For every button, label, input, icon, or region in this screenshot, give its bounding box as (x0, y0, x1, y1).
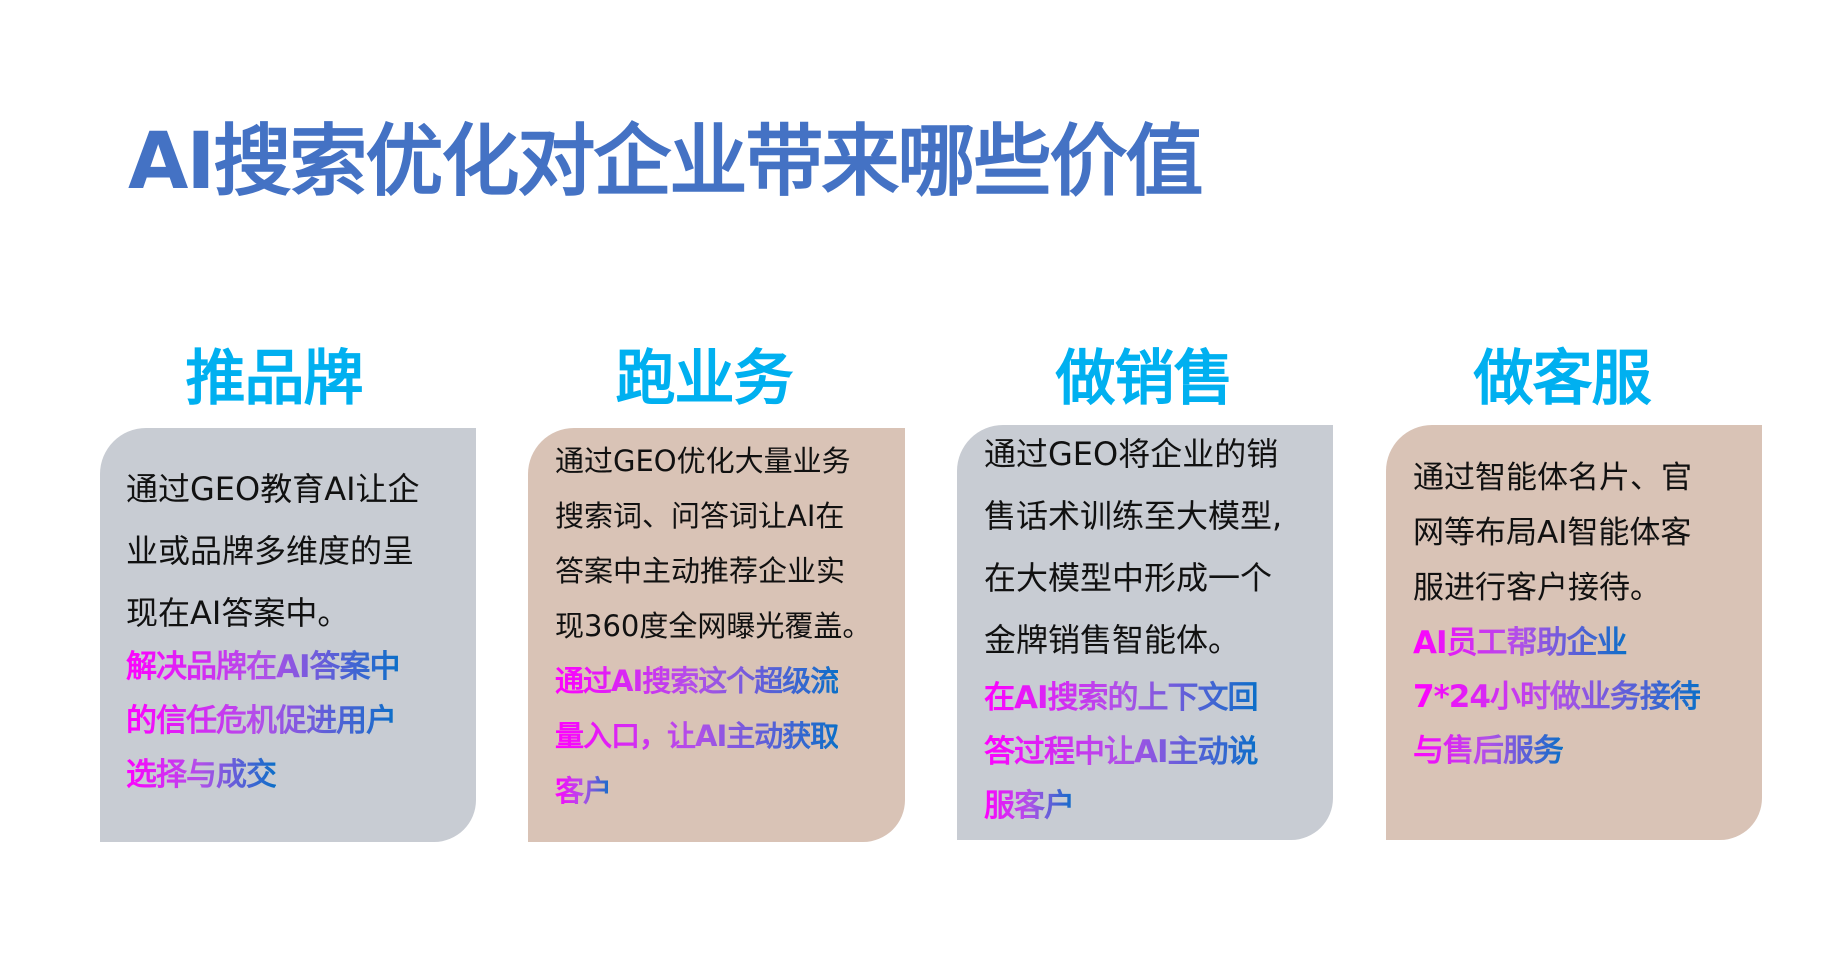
body-line: 业或品牌多维度的呈 (126, 532, 415, 570)
card-service: 通过智能体名片、官 网等布局AI智能体客 服进行客户接待。 AI员工帮助企业 7… (1386, 425, 1762, 840)
card-body: 通过GEO教育AI让企 业或品牌多维度的呈 现在AI答案中。 解决品牌在AI答案… (126, 458, 468, 802)
card-heading-sales: 做销售 (1055, 344, 1234, 414)
body-line: 答案中主动推荐企业实 (555, 554, 846, 588)
card-heading-business: 跑业务 (615, 344, 794, 414)
body-line: 在大模型中形成一个 (984, 559, 1273, 597)
body-line: 通过GEO教育AI让企 (126, 470, 420, 508)
body-line: 金牌销售智能体。 (984, 621, 1241, 659)
highlight-line: 7*24小时做业务接待 (1413, 679, 1701, 715)
slide-title: AI搜索优化对企业带来哪些价值 (128, 117, 1203, 207)
card-sales: 通过GEO将企业的销 售话术训练至大模型, 在大模型中形成一个 金牌销售智能体。… (957, 425, 1333, 840)
body-line: 现在AI答案中。 (126, 594, 350, 632)
card-heading-brand: 推品牌 (185, 344, 364, 414)
body-line: 售话术训练至大模型, (984, 497, 1283, 535)
highlight-line: 选择与成交 (126, 757, 277, 793)
highlight-block: 在AI搜索的上下文回 答过程中让AI主动说 服客户 (984, 671, 1325, 833)
highlight-line: 答过程中让AI主动说 (984, 734, 1259, 770)
highlight-line: 在AI搜索的上下文回 (984, 680, 1259, 716)
body-line: 通过GEO将企业的销 (984, 435, 1279, 473)
highlight-block: 通过AI搜索这个超级流 量入口，让AI主动获取 客户 (555, 654, 897, 819)
card-business: 通过GEO优化大量业务 搜索词、问答词让AI在 答案中主动推荐企业实 现360度… (528, 428, 905, 842)
body-line: 通过GEO优化大量业务 (555, 444, 851, 478)
body-line: 搜索词、问答词让AI在 (555, 499, 845, 533)
body-line: 现360度全网曝光覆盖。 (555, 609, 872, 643)
highlight-line: 的信任危机促进用户 (126, 703, 397, 739)
highlight-line: 量入口，让AI主动获取 (555, 719, 839, 753)
card-body: 通过智能体名片、官 网等布局AI智能体客 服进行客户接待。 AI员工帮助企业 7… (1413, 451, 1754, 778)
highlight-line: 通过AI搜索这个超级流 (555, 664, 839, 698)
highlight-block: AI员工帮助企业 7*24小时做业务接待 与售后服务 (1413, 616, 1754, 778)
highlight-line: 与售后服务 (1413, 733, 1564, 769)
body-line: 通过智能体名片、官 (1413, 460, 1692, 496)
body-line: 服进行客户接待。 (1413, 570, 1661, 606)
highlight-block: 解决品牌在AI答案中 的信任危机促进用户 选择与成交 (126, 640, 468, 802)
card-brand: 通过GEO教育AI让企 业或品牌多维度的呈 现在AI答案中。 解决品牌在AI答案… (100, 428, 476, 842)
highlight-line: AI员工帮助企业 (1413, 625, 1628, 661)
body-line: 网等布局AI智能体客 (1413, 515, 1692, 551)
highlight-line: 客户 (555, 774, 612, 808)
card-body: 通过GEO优化大量业务 搜索词、问答词让AI在 答案中主动推荐企业实 现360度… (555, 434, 897, 819)
highlight-line: 解决品牌在AI答案中 (126, 649, 401, 685)
highlight-line: 服客户 (984, 788, 1075, 824)
card-heading-service: 做客服 (1473, 344, 1652, 414)
card-body: 通过GEO将企业的销 售话术训练至大模型, 在大模型中形成一个 金牌销售智能体。… (984, 423, 1325, 833)
